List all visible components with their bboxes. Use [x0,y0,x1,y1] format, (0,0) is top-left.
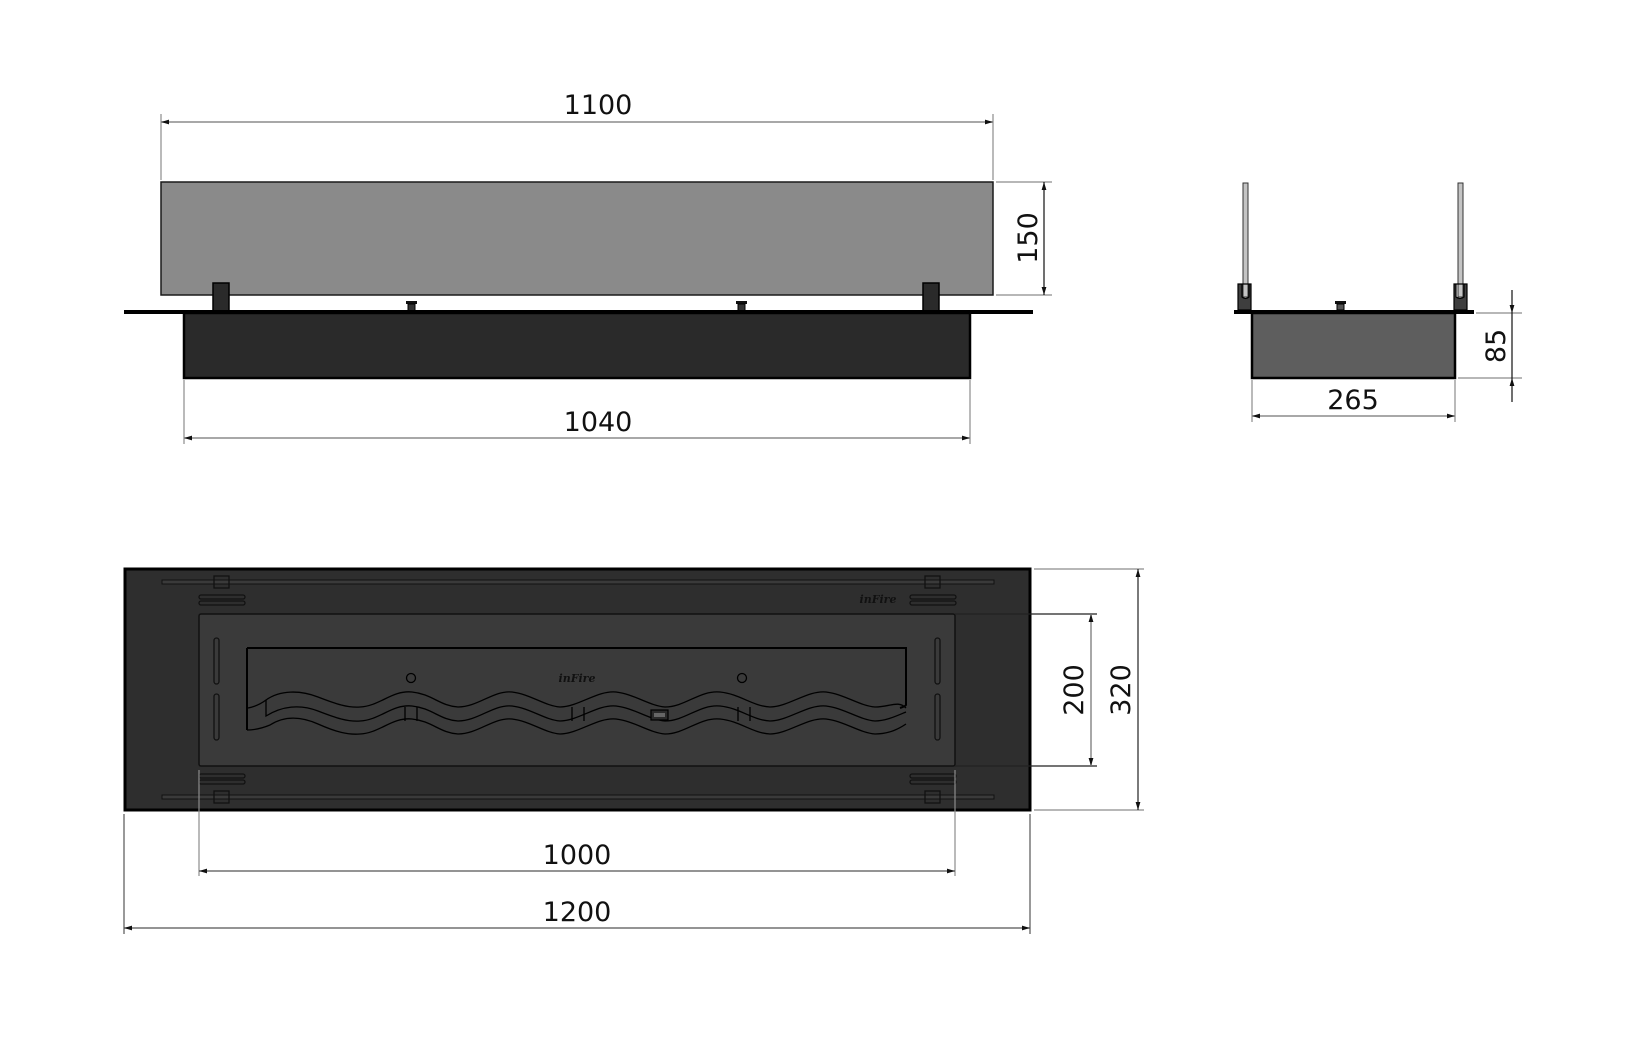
dimension-glass-height: 150 [996,181,1052,296]
knob-left [406,301,417,312]
dimension-label-1100: 1100 [564,90,633,121]
dimension-opening-depth: 200 [955,613,1097,767]
burner-outline [247,647,907,709]
svg-text:inFire: inFire [860,593,897,606]
brand-logo-burner-center: inFire [559,672,596,685]
wave-front [246,717,907,735]
dimension-glass-width: 1100 [160,90,994,180]
dimension-label-265: 265 [1327,385,1379,416]
vent-slots-bottom-right [909,773,957,785]
dimension-opening-width: 1000 [198,770,956,876]
clip-top-left [213,575,230,589]
dimension-label-320: 320 [1106,664,1137,716]
dimension-label-150: 150 [1013,212,1044,264]
vent-slots-top-right [909,594,957,606]
burner-hole-left [405,672,417,684]
brand-logo-top-right: inFire [860,593,897,606]
dimension-label-1000: 1000 [543,840,612,871]
clip-top-right [924,575,941,589]
glass-rail-bottom [161,794,995,800]
glass-holder-post-left [212,282,230,313]
side-view: 85 265 [1234,182,1522,422]
dimension-label-200: 200 [1059,664,1090,716]
glass-edge-right [1457,182,1464,298]
burner: inFire [246,647,907,735]
wave-joints [404,707,751,721]
clip-bottom-right [924,790,941,804]
dimension-label-1040: 1040 [564,407,633,438]
burner-hole-right [736,672,748,684]
side-knob [1335,301,1346,311]
tray-slots-left [213,637,220,741]
vent-slots-top-left [198,594,246,606]
dimension-body-height: 85 [1458,290,1522,402]
front-view: 1100 150 10 [124,90,1052,444]
glass-panel [160,181,994,296]
glass-edge-left [1242,182,1249,298]
dimension-label-85: 85 [1481,329,1512,363]
dimension-body-depth: 265 [1251,380,1456,422]
burner-body-side [1250,311,1457,380]
dimension-total-depth: 320 [1034,568,1144,811]
inner-tray [198,613,956,767]
dimension-total-width: 1200 [123,814,1031,934]
glass-holder-post-right [922,282,940,313]
burner-body-front [182,311,972,380]
top-view: inFire [123,567,1144,934]
tray-slots-right [934,637,941,741]
glass-rail-top [161,579,995,585]
dimension-label-1200: 1200 [543,897,612,928]
clip-bottom-left [213,790,230,804]
wave-back [247,691,907,709]
dimension-body-width: 1040 [183,380,971,444]
knob-right [736,301,747,312]
